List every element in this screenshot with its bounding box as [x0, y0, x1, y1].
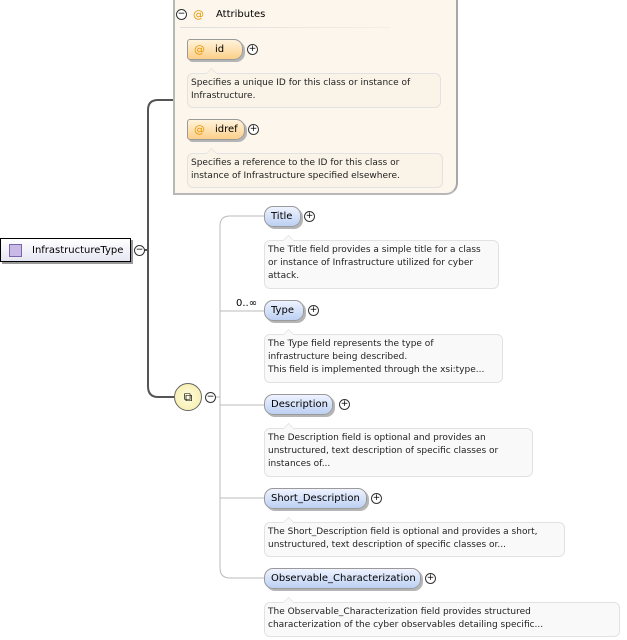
attribute-description: Specifies a reference to the ID for this… — [187, 153, 443, 188]
element-description: The Short_Description field is optional … — [264, 522, 565, 557]
element-title[interactable]: Title — [264, 206, 301, 227]
element-description: The Observable_Characterization field pr… — [264, 602, 620, 637]
attribute-idref[interactable]: @ idref — [187, 119, 245, 140]
attribute-at-icon: @ — [193, 7, 204, 21]
expand-plus-icon[interactable]: + — [339, 399, 350, 410]
expand-plus-icon[interactable]: + — [425, 573, 436, 584]
attributes-header: − @ Attributes — [176, 6, 265, 22]
expand-plus-icon[interactable]: + — [247, 44, 258, 55]
divider — [180, 27, 390, 28]
element-description: The Title field provides a simple title … — [264, 240, 499, 289]
element-description-node[interactable]: Description — [264, 394, 333, 415]
attribute-name: idref — [215, 124, 238, 135]
element-short-description[interactable]: Short_Description — [264, 488, 367, 509]
element-observable-characterization[interactable]: Observable_Characterization — [264, 568, 421, 589]
complex-type-icon — [9, 243, 22, 257]
expand-plus-icon[interactable]: + — [248, 124, 259, 135]
expand-plus-icon[interactable]: + — [371, 493, 382, 504]
cardinality-label: 0..∞ — [236, 298, 258, 309]
attribute-id[interactable]: @ id — [187, 39, 243, 60]
sequence-icon[interactable]: ⧉ — [174, 383, 202, 411]
root-type-node[interactable]: InfrastructureType — [0, 238, 131, 262]
attribute-description: Specifies a unique ID for this class or … — [187, 73, 441, 108]
expand-plus-icon[interactable]: + — [308, 305, 319, 316]
attributes-title: Attributes — [216, 8, 266, 20]
expand-plus-icon[interactable]: + — [304, 211, 315, 222]
root-type-label: InfrastructureType — [32, 244, 124, 256]
collapse-attributes-icon[interactable]: − — [176, 8, 187, 20]
attribute-at-icon: @ — [194, 123, 205, 136]
element-type[interactable]: Type — [264, 300, 304, 321]
attribute-name: id — [215, 44, 225, 55]
attribute-at-icon: @ — [194, 43, 205, 56]
collapse-minus-icon[interactable]: − — [205, 392, 216, 403]
collapse-minus-icon[interactable]: − — [134, 245, 145, 256]
element-description: The Description field is optional and pr… — [264, 428, 533, 477]
element-description: The Type field represents the type of in… — [264, 334, 503, 383]
